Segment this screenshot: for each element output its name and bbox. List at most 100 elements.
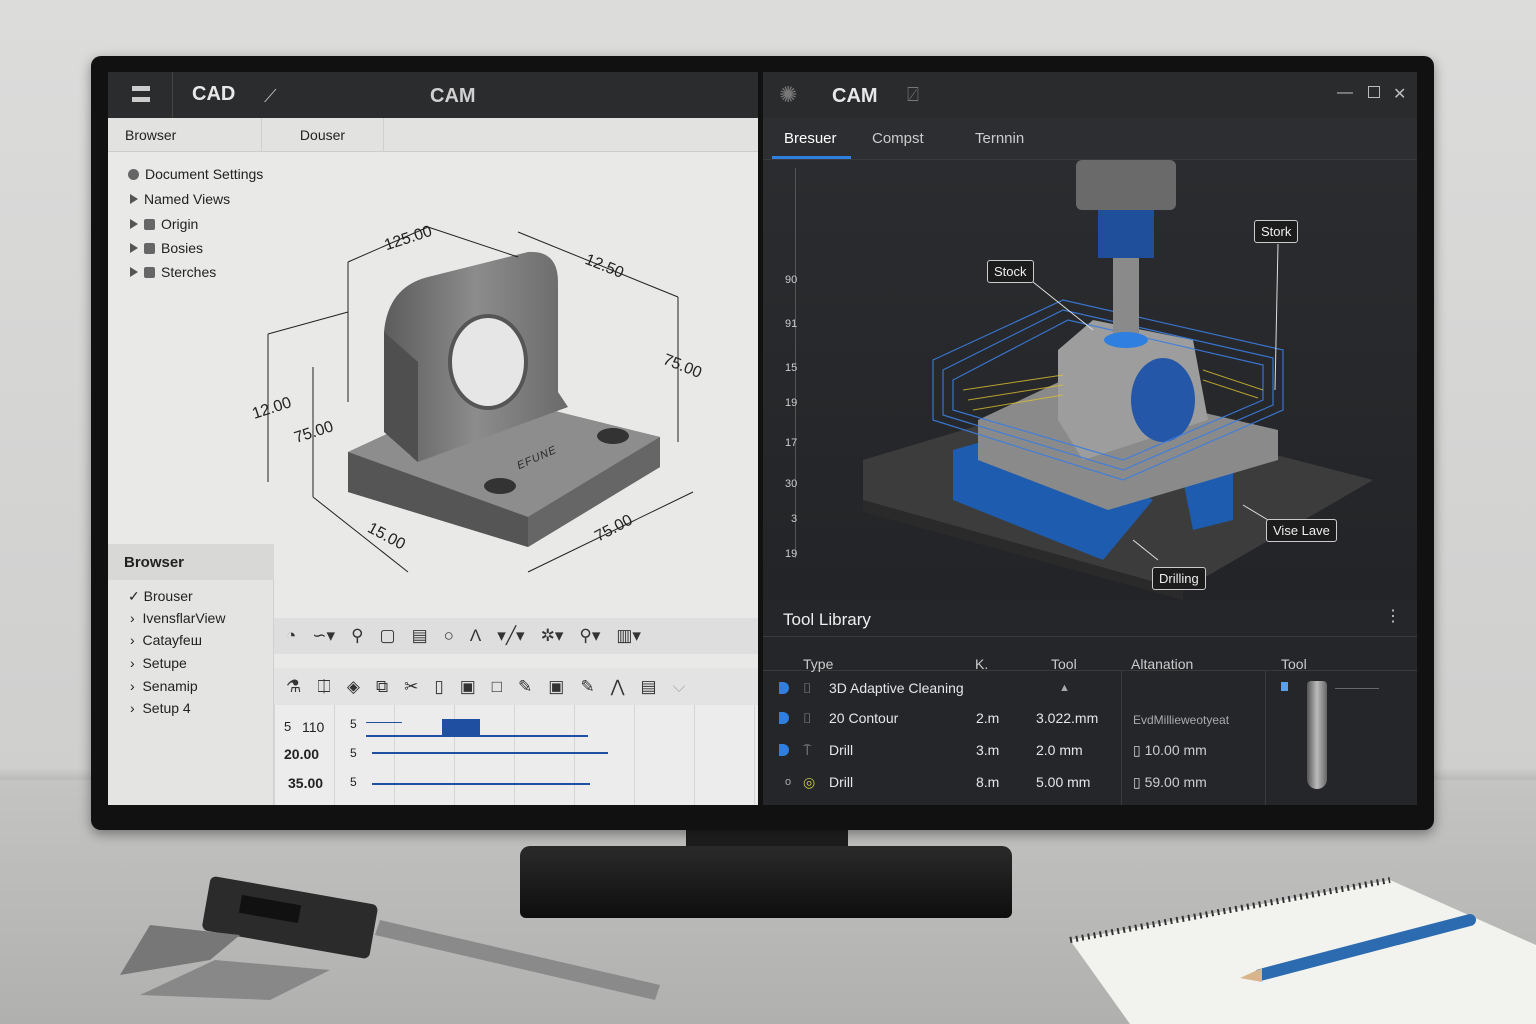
tree-item-origin[interactable]: Origin [130, 216, 198, 232]
timeline-bar[interactable] [372, 783, 590, 785]
column-header-tool[interactable]: Tool [1051, 656, 1077, 672]
cam-workspace-title[interactable]: CAM [430, 85, 476, 107]
row-tool: 3.022.mm [1036, 710, 1099, 726]
tree-item-bodies[interactable]: Bosies [130, 240, 203, 256]
tree-label: Sterches [161, 264, 217, 280]
folder-icon [144, 266, 155, 278]
sketch-tool-icon[interactable]: ⚗ [286, 676, 302, 696]
pattern-icon[interactable]: ▥▾ [616, 626, 641, 645]
rectangle-icon[interactable]: ▢ [379, 626, 396, 645]
frame-icon[interactable]: ▣ [548, 676, 565, 696]
timeline-marker[interactable] [442, 719, 480, 735]
table-row[interactable]: ⌷ 20 Contour 2.m 3.022.mm EvdMillieweoty… [763, 704, 1263, 734]
hole-icon[interactable]: ▯ [434, 676, 444, 696]
browser-item[interactable]: › Catayfeш [130, 632, 202, 648]
circle-icon[interactable]: ○ [443, 626, 454, 645]
inspect-icon[interactable]: ⚲▾ [579, 626, 601, 645]
contour-tool-icon: ⌷ [803, 710, 812, 726]
row-type: 3D Adaptive Cleaning [829, 680, 964, 696]
browser-item-label: Brouser [143, 588, 193, 604]
tab-douser[interactable]: Douser [262, 118, 384, 152]
browser-item[interactable]: › IvensflarView [130, 610, 226, 626]
timeline-bar[interactable] [366, 722, 402, 723]
row-k: 8.m [976, 774, 1000, 790]
sort-up-icon[interactable]: ▲ [1059, 682, 1070, 694]
trim-icon[interactable]: ✲▾ [540, 626, 564, 645]
tree-label: Bosies [161, 240, 204, 256]
timeline-value: 5 [284, 719, 292, 734]
timeline-panel: 5 110 20.00 35.00 5 5 5 [274, 705, 758, 805]
table-row[interactable]: ⌷ 3D Adaptive Cleaning ▲ [763, 674, 1263, 704]
folder-icon [144, 242, 155, 254]
pencil-icon[interactable]: ✎ [580, 676, 595, 696]
column-header-tool-preview[interactable]: Tool [1281, 656, 1307, 672]
browser-item[interactable]: ✓ Brouser [128, 588, 193, 604]
row-alt: ▯ 10.00 mm [1133, 742, 1207, 758]
tree-item-document-settings[interactable]: Document Settings [128, 166, 263, 182]
divider [172, 72, 173, 118]
browser-item[interactable]: › Setup 4 [130, 700, 191, 716]
divider [763, 636, 1417, 637]
row-alt-value: 10.00 mm [1144, 742, 1207, 758]
browser-item-label: Catayfeш [142, 632, 202, 648]
minimize-button[interactable]: — [1337, 84, 1353, 101]
setup-icon[interactable]: ⍁ [907, 84, 919, 106]
browser-item[interactable]: › Setupe [130, 655, 187, 671]
divider [763, 670, 1417, 671]
column-header-k[interactable]: K. [975, 656, 989, 672]
expand-icon[interactable] [130, 219, 138, 229]
expand-icon[interactable] [130, 194, 138, 204]
cam-viewport[interactable]: 90 91 15 19 17 30 3 19 Stock Stork Vise … [763, 160, 1417, 600]
column-header-alternation[interactable]: Altanation [1131, 656, 1194, 672]
line-icon[interactable]: ▾╱▾ [497, 626, 525, 645]
timeline-bar[interactable] [366, 735, 588, 737]
chevron-down-icon[interactable]: ⌵ [672, 676, 686, 696]
timeline-step: 5 [350, 746, 357, 760]
table-icon[interactable]: ▤ [640, 676, 657, 696]
operation-flag-icon [779, 712, 789, 724]
row-type: Drill [829, 774, 854, 790]
spline-icon[interactable]: ∽▾ [312, 626, 336, 645]
timeline-bar[interactable] [372, 752, 608, 754]
bracket-3d-model[interactable] [108, 72, 758, 805]
menu-icon[interactable] [132, 86, 150, 102]
sketch-icon[interactable]: ⟋ [264, 86, 277, 106]
tab-browser[interactable]: Browser [108, 118, 262, 152]
tab-compst[interactable]: Compst [872, 130, 924, 147]
tab-ternnin[interactable]: Ternnin [975, 130, 1025, 147]
active-tab-indicator [772, 156, 851, 159]
tree-item-sketches[interactable]: Sterches [130, 264, 216, 280]
close-button[interactable]: ✕ [1393, 86, 1407, 103]
expand-icon[interactable] [130, 243, 138, 253]
cut-icon[interactable]: ✂ [404, 676, 419, 696]
cad-panel: CAD ⟋ CAM Browser Douser Document Settin… [108, 72, 758, 805]
revolve-icon[interactable]: ◈ [346, 676, 360, 696]
press-pull-icon[interactable]: ⧉ [375, 676, 389, 696]
insert-icon[interactable]: ▣ [459, 676, 476, 696]
tree-item-named-views[interactable]: Named Views [130, 191, 230, 207]
adaptive-tool-icon: ⌷ [803, 680, 812, 696]
arc-icon[interactable]: ◔ [286, 626, 297, 645]
angle-icon[interactable]: Λ [469, 626, 482, 645]
maximize-button[interactable] [1368, 86, 1380, 98]
row-k: 3.m [976, 742, 1000, 758]
timeline-step: 5 [350, 775, 357, 789]
expand-icon[interactable] [130, 267, 138, 277]
table-row[interactable]: o◎ Drill 8.m 5.00 mm ▯ 59.00 mm [763, 768, 1263, 798]
extrude-icon[interactable]: ⎅ [317, 676, 331, 696]
table-row[interactable]: ⍑ Drill 3.m 2.0 mm ▯ 10.00 mm [763, 736, 1263, 766]
column-header-type[interactable]: Type [803, 656, 834, 672]
pencil-icon[interactable]: ✎ [518, 676, 533, 696]
box-icon[interactable]: □ [491, 676, 503, 696]
slot-icon[interactable]: ▤ [411, 626, 428, 645]
fillet-icon[interactable]: ⚲ [351, 626, 364, 645]
row-tool: 5.00 mm [1036, 774, 1091, 790]
tool-color-swatch [1281, 682, 1288, 691]
tab-bresuer[interactable]: Bresuer [784, 130, 837, 147]
browser-item-label: Senamip [142, 678, 198, 694]
compass-icon[interactable]: ⋀ [610, 676, 625, 696]
browser-item-label: IvensflarView [142, 610, 226, 626]
settings-icon [128, 168, 139, 180]
more-options-icon[interactable]: ⋮ [1385, 608, 1401, 625]
browser-item[interactable]: › Senamip [130, 678, 198, 694]
